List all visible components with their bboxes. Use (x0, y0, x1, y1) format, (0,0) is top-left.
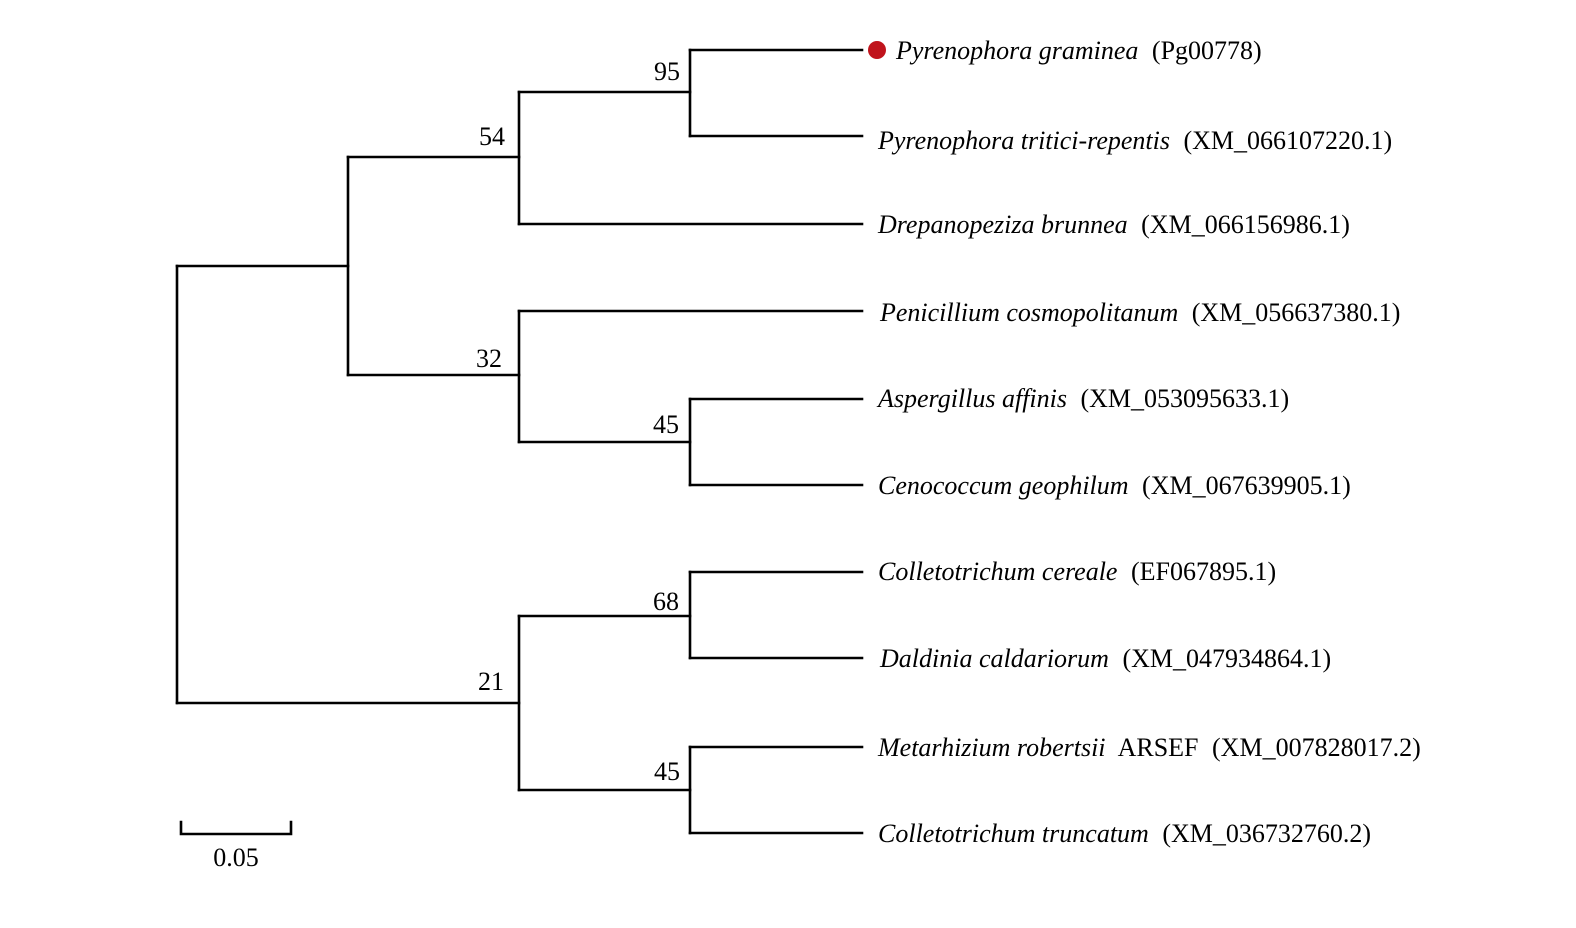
bootstrap-node-45b: 45 (654, 757, 680, 786)
taxon-accession: (EF067895.1) (1131, 557, 1276, 586)
taxon-species: Pyrenophora graminea (895, 36, 1138, 65)
taxon-label: Metarhizium robertsii ARSEF (XM_00782801… (877, 733, 1421, 762)
bootstrap-node-95: 95 (654, 57, 680, 86)
taxon-accession: (XM_047934864.1) (1122, 644, 1331, 673)
scale-bar: 0.05 (179, 820, 293, 872)
taxon-accession: (XM_066107220.1) (1183, 126, 1392, 155)
bootstrap-node-32: 32 (476, 344, 502, 373)
bootstrap-labels: 95 54 32 45 68 21 45 (476, 57, 680, 786)
taxon-label: Pyrenophora tritici-repentis (XM_0661072… (877, 126, 1392, 155)
taxon-species: Daldinia caldariorum (879, 644, 1109, 673)
taxon-accession: (Pg00778) (1152, 36, 1262, 65)
bootstrap-node-54: 54 (479, 122, 505, 151)
taxon-label: Drepanopeziza brunnea (XM_066156986.1) (877, 210, 1350, 239)
taxon-species: Pyrenophora tritici-repentis (877, 126, 1170, 155)
taxon-species: Colletotrichum cereale (878, 557, 1117, 586)
taxon-species: Metarhizium robertsii (877, 733, 1106, 762)
taxon-accession: (XM_053095633.1) (1081, 384, 1290, 413)
bootstrap-node-68: 68 (653, 587, 679, 616)
taxon-label: Daldinia caldariorum (XM_047934864.1) (879, 644, 1331, 673)
taxon-label: Colletotrichum cereale (EF067895.1) (878, 557, 1276, 586)
scale-bar-line (179, 820, 293, 836)
highlight-marker-dot (868, 41, 886, 59)
taxon-label: Aspergillus affinis (XM_053095633.1) (876, 384, 1289, 413)
taxon-label: Penicillium cosmopolitanum (XM_056637380… (879, 298, 1400, 327)
taxon-strain: ARSEF (1118, 733, 1199, 762)
taxon-accession: (XM_036732760.2) (1162, 819, 1371, 848)
taxon-species: Drepanopeziza brunnea (877, 210, 1128, 239)
taxon-label: Colletotrichum truncatum (XM_036732760.2… (878, 819, 1371, 848)
tree-branches (175, 48, 864, 835)
bootstrap-node-21: 21 (478, 667, 504, 696)
taxon-species: Cenococcum geophilum (878, 471, 1129, 500)
taxon-species: Colletotrichum truncatum (878, 819, 1149, 848)
taxon-species: Penicillium cosmopolitanum (879, 298, 1178, 327)
taxon-accession: (XM_007828017.2) (1212, 733, 1421, 762)
taxon-label: Pyrenophora graminea (Pg00778) (895, 36, 1262, 65)
taxon-label: Cenococcum geophilum (XM_067639905.1) (878, 471, 1351, 500)
bootstrap-node-45a: 45 (653, 410, 679, 439)
taxon-labels: Pyrenophora graminea (Pg00778) Pyrenopho… (876, 36, 1421, 848)
taxon-accession: (XM_066156986.1) (1141, 210, 1350, 239)
taxon-accession: (XM_056637380.1) (1192, 298, 1401, 327)
scale-bar-label: 0.05 (213, 843, 259, 872)
taxon-species: Aspergillus affinis (876, 384, 1067, 413)
taxon-accession: (XM_067639905.1) (1142, 471, 1351, 500)
